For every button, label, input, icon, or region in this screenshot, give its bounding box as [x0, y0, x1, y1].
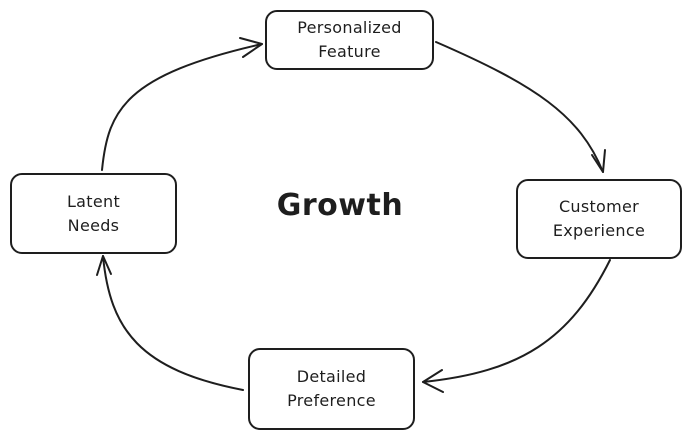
node-label-line: Preference: [287, 391, 376, 410]
arrow-personalized-to-customer: [435, 41, 604, 173]
node-label-line: Customer: [558, 197, 640, 216]
node-latent-needs: Latent Needs: [10, 173, 177, 254]
node-detailed-preference: Detailed Preference: [248, 348, 415, 430]
arrowhead-personalized: [239, 37, 263, 58]
node-label-line: Needs: [67, 215, 120, 235]
arrow-customer-to-detailed: [422, 259, 611, 383]
node-label-line: Detailed: [296, 367, 367, 386]
node-label-line: Personalized: [297, 18, 402, 37]
node-label-line: Latent: [66, 191, 121, 211]
arrow-detailed-to-latent: [102, 255, 244, 391]
arrowhead-detailed: [422, 369, 444, 393]
arrowhead-latent: [96, 255, 112, 276]
node-customer-experience: Customer Experience: [516, 179, 682, 259]
arrowhead-customer: [591, 149, 606, 173]
node-personalized-feature: Personalized Feature: [265, 10, 434, 70]
center-label: Growth: [276, 188, 404, 223]
node-label-line: Feature: [318, 42, 381, 61]
arrow-latent-to-personalized: [101, 43, 263, 171]
node-label-line: Experience: [552, 221, 646, 240]
